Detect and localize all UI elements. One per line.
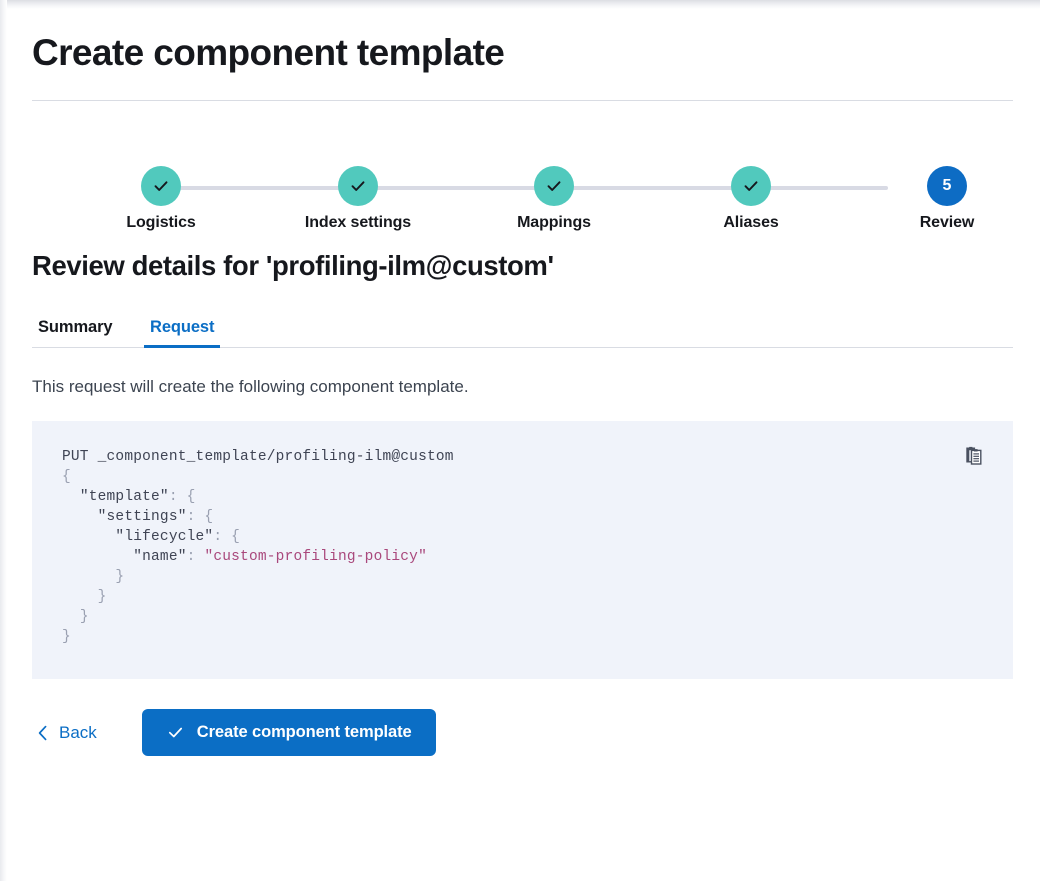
request-path: _component_template/profiling-ilm@custom: [97, 449, 454, 465]
step-status-circle-3: [534, 166, 574, 206]
stepper-step-review[interactable]: 5 Review: [847, 156, 1040, 232]
title-divider: [32, 100, 1013, 101]
request-method: PUT: [62, 449, 89, 465]
check-icon: [351, 181, 365, 191]
stepper-track: [161, 186, 888, 190]
step-status-circle-4: [731, 166, 771, 206]
review-heading: Review details for 'profiling-ilm@custom…: [32, 250, 554, 281]
back-button-label: Back: [59, 722, 97, 742]
chevron-left-icon: [38, 725, 47, 740]
request-description: This request will create the following c…: [32, 377, 469, 396]
wizard-actions: Back Create component template: [32, 709, 1013, 756]
stepper-step-index-settings[interactable]: Index settings: [258, 156, 458, 232]
request-code-block: PUT _component_template/profiling-ilm@cu…: [62, 449, 454, 645]
stepper-step-label-2: Index settings: [304, 214, 412, 231]
stepper-step-label-1: Logistics: [126, 214, 196, 231]
step-status-circle-5: 5: [927, 166, 967, 206]
check-icon: [168, 727, 182, 738]
lifecycle-policy-value: "custom-profiling-policy": [204, 549, 427, 565]
copy-icon: [966, 446, 982, 465]
create-component-template-button[interactable]: Create component template: [141, 709, 436, 756]
copy-to-clipboard-button[interactable]: [961, 443, 987, 469]
request-code-panel: PUT _component_template/profiling-ilm@cu…: [32, 421, 1013, 679]
check-icon: [547, 181, 561, 191]
stepper-step-mappings[interactable]: Mappings: [454, 156, 654, 232]
stepper-step-aliases[interactable]: Aliases: [651, 156, 851, 232]
back-button[interactable]: Back: [32, 717, 101, 749]
stepper-step-label-5: Review: [919, 214, 975, 231]
stepper-step-label-3: Mappings: [517, 214, 591, 231]
tab-request[interactable]: Request: [144, 317, 221, 348]
tab-summary[interactable]: Summary: [32, 317, 119, 348]
page-title: Create component template: [32, 32, 505, 73]
review-tabs: Summary Request: [32, 310, 1013, 348]
step-status-circle-2: [338, 166, 378, 206]
stepper-step-label-4: Aliases: [723, 214, 779, 231]
wizard-stepper: Logistics Index settings Mappings: [32, 156, 1013, 234]
create-component-template-label: Create component template: [196, 723, 412, 741]
check-icon: [154, 181, 168, 191]
step-status-circle-1: [141, 166, 181, 206]
tabs-divider: [32, 347, 1013, 348]
check-icon: [744, 181, 758, 191]
stepper-step-logistics[interactable]: Logistics: [61, 156, 261, 232]
